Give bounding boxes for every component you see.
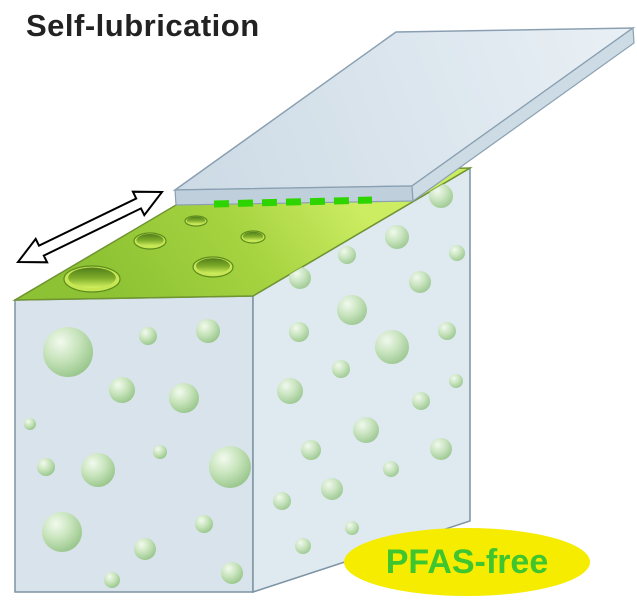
lubricant-droplet (153, 445, 167, 459)
side-droplet-group (273, 184, 465, 554)
lubricant-droplet (221, 562, 243, 584)
lubricant-droplet (375, 330, 409, 364)
double-arrow-icon (15, 190, 165, 264)
lubricant-droplet (345, 521, 359, 535)
lubricant-droplet (289, 322, 309, 342)
lubricant-droplet (321, 478, 343, 500)
lubricant-droplet (383, 461, 399, 477)
sliding-plate (172, 26, 636, 206)
lubricant-droplet (37, 458, 55, 476)
lubricant-droplet (385, 225, 409, 249)
lubricant-droplet (196, 319, 220, 343)
lubricant-droplet (104, 572, 120, 588)
front-droplet-group (24, 319, 251, 588)
surface-crater-cavity (136, 233, 164, 247)
lubricant-droplet (449, 245, 465, 261)
lubricant-droplet (332, 360, 350, 378)
lubricant-droplet (301, 440, 321, 460)
surface-crater-cavity (196, 258, 230, 274)
lubricant-droplet (42, 512, 82, 552)
plate-top-face (172, 27, 636, 191)
lubricant-droplet (430, 438, 452, 460)
plate-bottom-edge (411, 26, 635, 203)
lubricant-droplet (169, 383, 199, 413)
surface-crater-cavity (242, 231, 264, 242)
pfas-free-label: PFAS-free (385, 542, 549, 581)
lubricant-droplet (195, 515, 213, 533)
lubricant-droplet (209, 446, 251, 488)
lubricant-droplet (295, 538, 311, 554)
lubricant-droplet (337, 295, 367, 325)
lubricant-droplet (289, 267, 311, 289)
porous-block (12, 166, 473, 594)
lubricant-droplet (43, 327, 93, 377)
lubricant-droplet (338, 246, 356, 264)
lubricant-droplet (81, 453, 115, 487)
lubricant-droplet (109, 377, 135, 403)
surface-crater-group (63, 215, 266, 293)
lubricant-droplet (277, 378, 303, 404)
surface-crater-cavity (68, 267, 116, 288)
lubricant-droplet (134, 538, 156, 560)
lubricant-droplet (429, 184, 453, 208)
surface-crater-cavity (186, 216, 206, 225)
lubricant-droplet (273, 492, 291, 510)
lubricant-droplet (449, 374, 463, 388)
lubricant-droplet (353, 417, 379, 443)
page-title: Self-lubrication (26, 8, 260, 43)
lubricant-droplet (139, 327, 157, 345)
pfas-free-badge: PFAS-free (344, 528, 590, 596)
lubricant-film-dashes-icon (213, 196, 373, 208)
lubricant-droplet (412, 392, 430, 410)
lubricant-droplet (409, 271, 431, 293)
lubricant-droplet (438, 322, 456, 340)
lubricant-droplet (24, 418, 36, 430)
